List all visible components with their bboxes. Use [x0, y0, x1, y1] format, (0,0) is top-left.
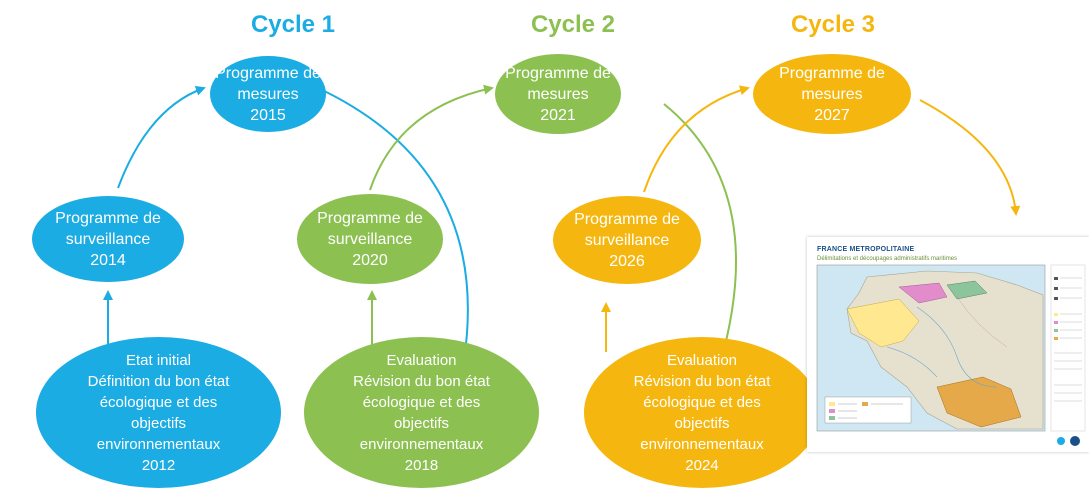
cycle-1-programme-mesures: Programme de mesures 2015: [210, 56, 326, 132]
map-illustration: [816, 264, 1086, 446]
cycle-2-evaluation-label: Evaluation Révision du bon état écologiq…: [353, 351, 490, 474]
arrow-c3-measures-to-map: [919, 99, 1021, 216]
map-title: FRANCE METROPOLITAINE: [817, 246, 915, 253]
map-thumbnail: FRANCE METROPOLITAINE Délimitations et d…: [807, 237, 1089, 452]
cycle-3-programme-mesures: Programme de mesures 2027: [753, 54, 911, 134]
cycle-3-evaluation: Evaluation Révision du bon état écologiq…: [584, 337, 820, 488]
arrow-c3-surveillance-to-measures: [643, 85, 750, 193]
cycle-2-programme-surveillance-label: Programme de surveillance 2020: [317, 209, 423, 269]
cycle-2-title: Cycle 2: [530, 11, 616, 38]
cycle-1-programme-surveillance: Programme de surveillance 2014: [32, 196, 184, 282]
arrow-c2-measures-to-evaluation: [663, 103, 737, 366]
cycle-3-programme-surveillance: Programme de surveillance 2026: [553, 196, 701, 284]
cycle-2-programme-mesures: Programme de mesures 2021: [495, 54, 621, 134]
cycle-2-programme-mesures-label: Programme de mesures 2021: [505, 64, 611, 124]
cycle-1-etat-initial: Etat initial Définition du bon état écol…: [36, 337, 281, 488]
cycle-2-programme-surveillance: Programme de surveillance 2020: [297, 194, 443, 284]
cycle-3-programme-mesures-label: Programme de mesures 2027: [779, 64, 885, 124]
cycle-1-programme-mesures-label: Programme de mesures 2015: [215, 64, 321, 124]
cycle-3-programme-surveillance-label: Programme de surveillance 2026: [574, 210, 680, 270]
cycle-1-programme-surveillance-label: Programme de surveillance 2014: [55, 209, 161, 269]
cycle-3-title: Cycle 3: [790, 11, 876, 38]
arrow-c1-surveillance-to-measures: [117, 85, 206, 189]
arrow-c2-surveillance-to-measures: [369, 84, 494, 191]
map-subtitle: Délimitations et découpages administrati…: [817, 256, 958, 262]
cycle-3-evaluation-label: Evaluation Révision du bon état écologiq…: [633, 351, 771, 474]
cycle-1-title: Cycle 1: [250, 11, 336, 38]
cycle-1-etat-initial-label: Etat initial Définition du bon état écol…: [87, 351, 230, 474]
cycle-2-evaluation: Evaluation Révision du bon état écologiq…: [304, 337, 539, 488]
arrow-c1-measures-to-evaluation: [317, 87, 471, 362]
